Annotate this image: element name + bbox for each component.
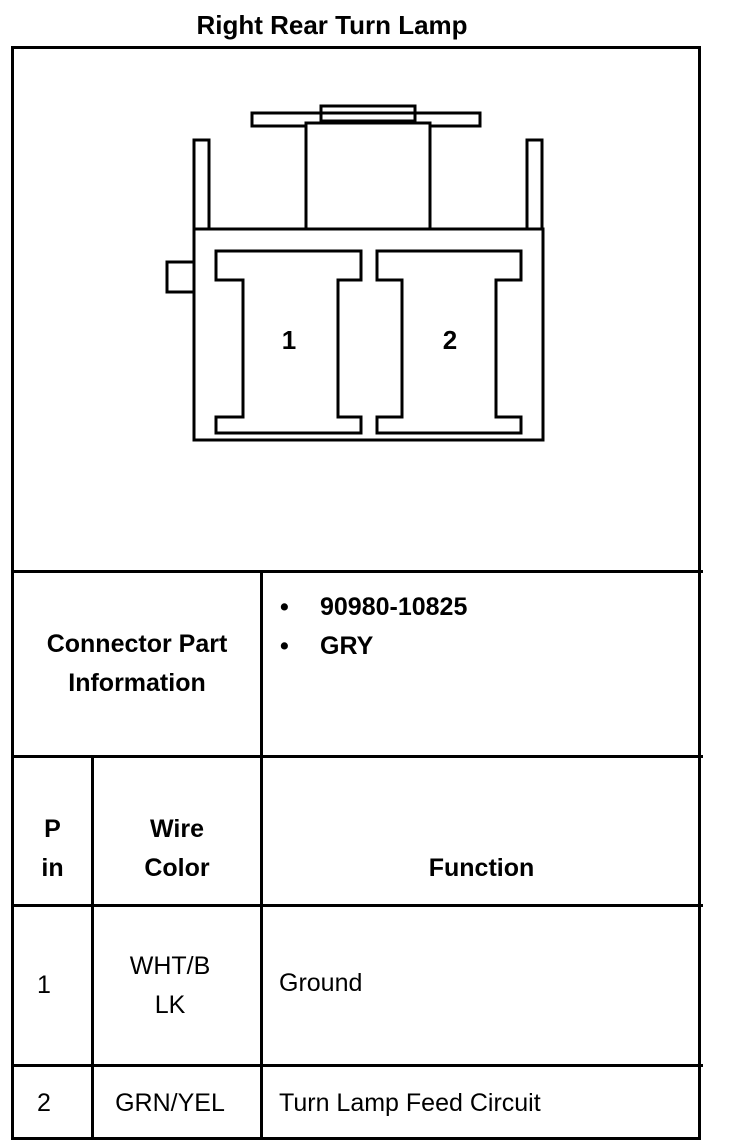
latch-tab — [319, 104, 417, 123]
divider-col-function — [260, 570, 263, 1140]
row1-wire-color: WHT/B LK — [129, 951, 211, 1019]
header-pin: P in — [41, 815, 64, 882]
connector-color: GRY — [280, 627, 467, 666]
diagram-title: Right Rear Turn Lamp — [196, 10, 468, 40]
divider-col-wire — [91, 755, 94, 1140]
part-info-list: 90980-10825 GRY — [280, 588, 467, 666]
divider-part-info-top — [11, 570, 703, 573]
divider-header-top — [11, 755, 703, 758]
row2-wire-color: GRN/YEL — [115, 1089, 225, 1117]
row2-function: Turn Lamp Feed Circuit — [279, 1089, 541, 1117]
part-info-label-line1: Connector Part — [46, 630, 228, 658]
divider-row1-top — [11, 904, 703, 907]
cavity-label-2: 2 — [443, 325, 457, 355]
connector-body — [192, 227, 545, 442]
part-number: 90980-10825 — [280, 588, 467, 627]
left-post — [192, 138, 211, 231]
header-function: Function — [428, 854, 535, 882]
connector-table-frame — [11, 46, 701, 1140]
row1-function: Ground — [279, 969, 363, 997]
connector-drawing: 1 2 — [165, 104, 545, 442]
divider-row2-top — [11, 1064, 703, 1067]
cavity-2 — [375, 249, 523, 435]
center-post — [304, 121, 432, 231]
header-wire-color: Wire Color — [144, 815, 210, 882]
part-info-label-line2: Information — [68, 669, 206, 697]
row1-pin: 1 — [37, 971, 51, 999]
cavity-label-1: 1 — [282, 325, 296, 355]
row2-pin: 2 — [37, 1089, 51, 1117]
cavity-1 — [214, 249, 363, 435]
right-post — [525, 138, 544, 231]
side-tab — [165, 260, 196, 294]
part-info-label: Connector Part Information — [14, 573, 260, 755]
